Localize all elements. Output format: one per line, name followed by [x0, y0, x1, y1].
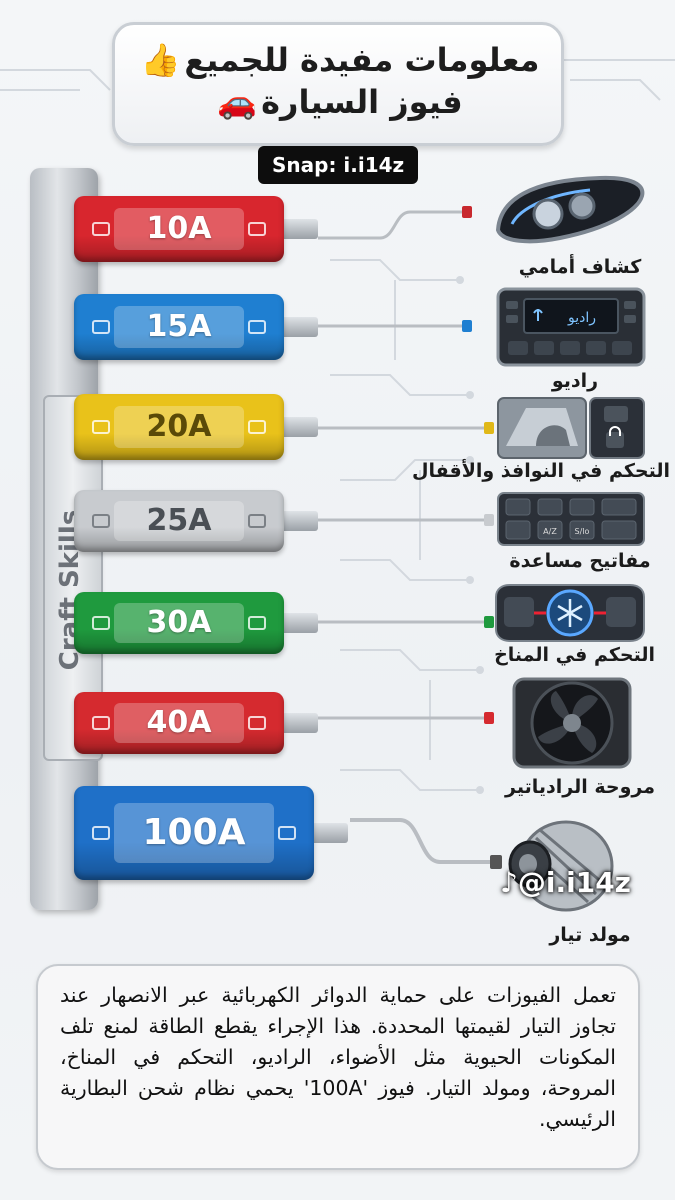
fuse-rating-label: 25A [114, 501, 244, 541]
description-text: تعمل الفيوزات على حماية الدوائر الكهربائ… [60, 983, 616, 1131]
component-label-7: مولد تيار [549, 924, 631, 946]
fuse-rating-label: 100A [114, 803, 274, 863]
tiktok-handle: ♪@i.i14z [500, 866, 631, 899]
fuse-terminal [308, 823, 348, 843]
component-label-4: مفاتيح مساعدة [509, 550, 651, 572]
fuse-slot-mark [248, 222, 266, 236]
fuse-slot-mark [92, 616, 110, 630]
car-icon: 🚗 [217, 83, 258, 121]
fuse-terminal [278, 317, 318, 337]
description-card: تعمل الفيوزات على حماية الدوائر الكهربائ… [36, 964, 640, 1170]
fuse-terminal [278, 713, 318, 733]
fuse-slot-mark [278, 826, 296, 840]
fuse-slot-mark [92, 514, 110, 528]
title-line-1: معلومات مفيدة للجميع👍 [115, 39, 561, 81]
title-text-1: معلومات مفيدة للجميع [184, 41, 540, 79]
switch-label-slo: S/lo [575, 527, 590, 536]
fuse-rating-label: 10A [114, 208, 244, 250]
fuse-slot-mark [248, 616, 266, 630]
fuse-slot-mark [92, 826, 110, 840]
fuse-15a: 15A [74, 294, 334, 360]
headlight-icon [490, 170, 650, 252]
fuse-slot-mark [92, 716, 110, 730]
tiktok-handle-text: @i.i14z [517, 866, 631, 899]
title-text-2: فيوز السيارة [261, 83, 463, 121]
title-card: معلومات مفيدة للجميع👍 فيوز السيارة🚗 [112, 22, 564, 146]
switch-label-az: A/Z [543, 527, 557, 536]
fuse-slot-mark [248, 514, 266, 528]
radio-icon: راديو [496, 287, 646, 371]
window-lock-icon [496, 396, 646, 464]
fuse-slot-mark [92, 320, 110, 334]
component-label-3: التحكم في النوافذ والأقفال [411, 460, 670, 482]
fuse-20a: 20A [74, 394, 334, 460]
fuse-25a: 25A [74, 490, 334, 552]
thumbs-up-icon: 👍 [140, 41, 181, 79]
radio-screen-text: راديو [567, 310, 596, 326]
alternator-icon [500, 808, 620, 922]
fuse-10a: 10A [74, 196, 334, 262]
fuse-rating-label: 20A [114, 406, 244, 448]
fuse-30a: 30A [74, 592, 334, 654]
fuse-100a: 100A [74, 786, 364, 880]
fuse-slot-mark [92, 222, 110, 236]
fuse-terminal [278, 417, 318, 437]
climate-control-icon [494, 583, 646, 647]
fuse-terminal [278, 219, 318, 239]
fuse-slot-mark [248, 320, 266, 334]
fuse-slot-mark [248, 420, 266, 434]
fuse-rating-label: 30A [114, 603, 244, 643]
component-label-5: التحكم في المناخ [494, 644, 655, 666]
component-label-1: كشاف أمامي [518, 256, 642, 278]
switch-panel-icon: A/Z S/lo [496, 491, 646, 551]
radiator-fan-icon [510, 675, 634, 775]
snap-badge: Snap: i.i14z [258, 146, 419, 184]
fuse-rating-label: 15A [114, 306, 244, 348]
fuse-slot-mark [248, 716, 266, 730]
fuse-40a: 40A [74, 692, 334, 754]
fuse-slot-mark [92, 420, 110, 434]
component-label-2: راديو [551, 370, 599, 392]
fuse-terminal [278, 613, 318, 633]
fuse-terminal [278, 511, 318, 531]
component-label-6: مروحة الرادياتير [505, 776, 655, 798]
title-line-2: فيوز السيارة🚗 [115, 81, 561, 123]
fuse-body [74, 786, 314, 880]
fuse-rating-label: 40A [114, 703, 244, 743]
